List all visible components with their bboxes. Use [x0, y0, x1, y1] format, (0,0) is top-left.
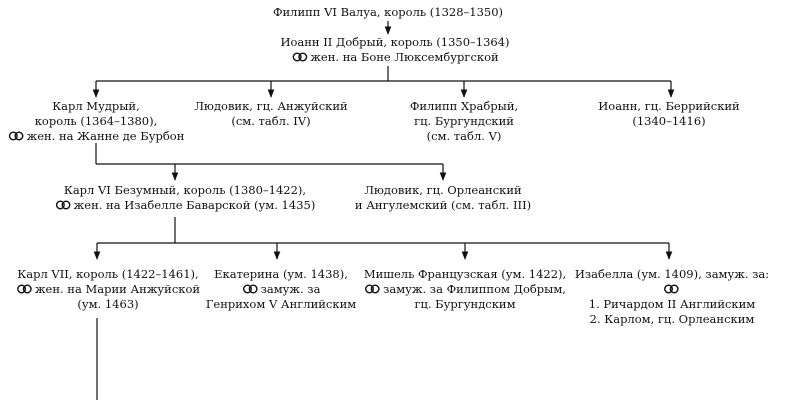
node-text: Карл VI Безумный, король (1380–1422), — [63, 183, 307, 197]
node-text: Филипп Храбрый, — [409, 99, 519, 113]
node-john-ii: Иоанн II Добрый, король (1350–1364) жен.… — [280, 35, 509, 65]
node-text: Карл Мудрый, — [52, 99, 140, 113]
node-text: Людовик, гц. Орлеанский — [364, 183, 522, 197]
node-charles-vi: Карл VI Безумный, король (1380–1422), же… — [55, 183, 316, 213]
node-catherine: Екатерина (ум. 1438), замуж. за Генрихом… — [206, 267, 356, 312]
node-text: Людовик, гц. Анжуйский — [194, 99, 348, 113]
node-text: замуж. за — [260, 282, 321, 296]
node-text: (см. табл. IV) — [231, 114, 311, 128]
node-louis-orleans: Людовик, гц. Орлеанский и Ангулемский (с… — [355, 183, 531, 213]
node-text: 1. Ричардом II Английским — [588, 297, 756, 311]
marriage-rings-icon — [8, 131, 24, 141]
node-text: и Ангулемский (см. табл. III) — [354, 198, 532, 212]
marriage-rings-icon — [242, 284, 258, 294]
node-text: (см. табл. V) — [426, 129, 502, 143]
node-text: жен. на Изабелле Баварской (ум. 1435) — [73, 198, 316, 212]
node-text: Иоанн II Добрый, король (1350–1364) — [280, 35, 510, 49]
node-john-berry: Иоанн, гц. Беррийский (1340–1416) — [598, 99, 739, 129]
node-text: жен. на Марии Анжуйской — [34, 282, 201, 296]
marriage-rings-icon — [17, 284, 32, 294]
node-text: Изабелла (ум. 1409), замуж. за: — [574, 267, 770, 281]
node-text: король (1364–1380), — [34, 114, 158, 128]
node-text: (ум. 1463) — [77, 297, 139, 311]
node-louis-anjou: Людовик, гц. Анжуйский (см. табл. IV) — [194, 99, 347, 129]
node-charles-vii: Карл VII, король (1422–1461), жен. на Ма… — [16, 267, 200, 312]
node-text: Карл VII, король (1422–1461), — [17, 267, 199, 281]
node-text: жен. на Жанне де Бурбон — [26, 129, 185, 143]
node-text: жен. на Боне Люксембургской — [310, 50, 499, 64]
node-text: (1340–1416) — [632, 114, 706, 128]
node-text: Иоанн, гц. Беррийский — [598, 99, 740, 113]
node-text: Генрихом V Английским — [205, 297, 357, 311]
node-michelle: Мишель Французская (ум. 1422), замуж. за… — [364, 267, 566, 312]
marriage-rings-icon — [663, 284, 679, 294]
node-text: Екатерина (ум. 1438), — [214, 267, 348, 281]
node-text: Мишель Французская (ум. 1422), — [363, 267, 567, 281]
node-text: Филипп VI Валуа, король (1328–1350) — [272, 5, 504, 19]
node-philip-vi: Филипп VI Валуа, король (1328–1350) — [273, 5, 503, 20]
node-isabella: Изабелла (ум. 1409), замуж. за: 1. Ричар… — [575, 267, 769, 327]
node-text: гц. Бургундским — [414, 297, 516, 311]
node-charles-v: Карл Мудрый, король (1364–1380), жен. на… — [8, 99, 185, 144]
marriage-rings-icon — [365, 284, 380, 294]
node-text: 2. Карлом, гц. Орлеанским — [589, 312, 755, 326]
node-text: гц. Бургундский — [414, 114, 514, 128]
marriage-rings-icon — [292, 52, 308, 62]
node-philip-bold: Филипп Храбрый, гц. Бургундский (см. таб… — [410, 99, 518, 144]
marriage-rings-icon — [55, 200, 71, 210]
node-text: замуж. за Филиппом Добрым, — [383, 282, 566, 296]
